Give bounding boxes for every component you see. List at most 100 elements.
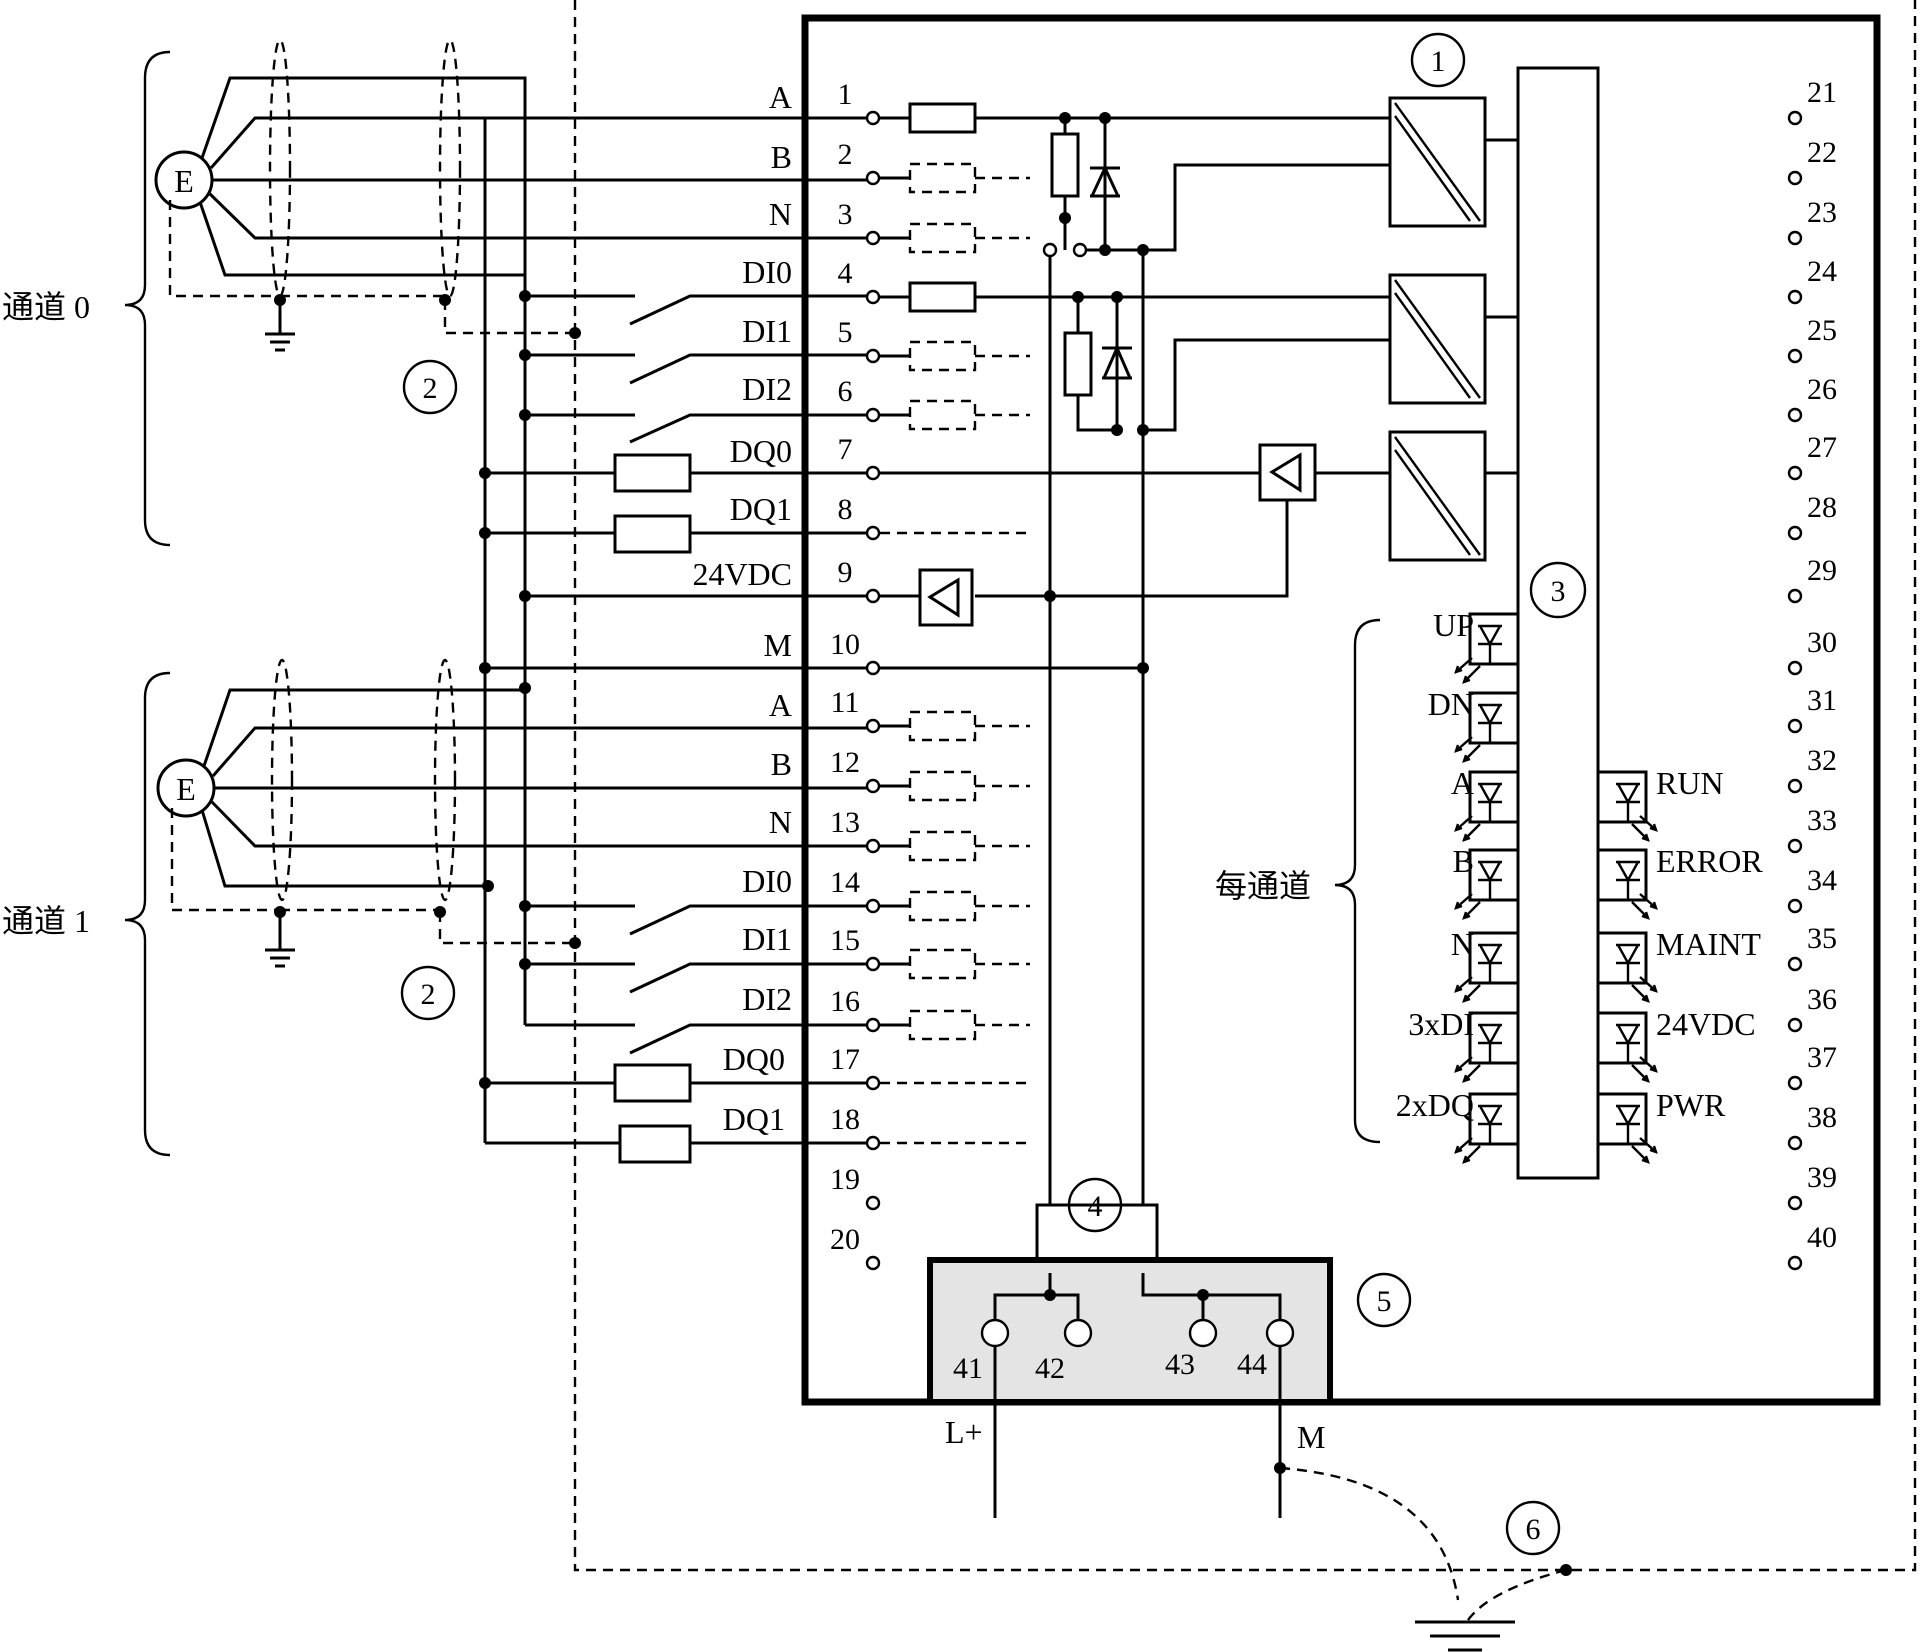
callout-2b: 2 bbox=[400, 965, 456, 1021]
terminal-num-10: 10 bbox=[830, 628, 860, 661]
terminal-32 bbox=[1787, 778, 1803, 794]
terminal-num-8: 8 bbox=[838, 493, 853, 526]
terminal-25 bbox=[1787, 348, 1803, 364]
terminal-num-18: 18 bbox=[830, 1103, 860, 1136]
led-label-ch-6: 2xDQ bbox=[1396, 1087, 1474, 1123]
terminal-num-14: 14 bbox=[830, 866, 860, 899]
terminal-num-13: 13 bbox=[830, 806, 860, 839]
cabinet-boundary bbox=[573, 0, 1917, 1572]
unused-resistor bbox=[908, 340, 977, 372]
led-mod-0: RUN bbox=[1596, 765, 1724, 842]
led-mod-1: ERROR bbox=[1596, 843, 1763, 920]
terminal-num-28: 28 bbox=[1807, 491, 1837, 524]
sig-n-0: N bbox=[769, 196, 792, 232]
led-label-mod-3: 24VDC bbox=[1656, 1006, 1756, 1042]
led-mod-3: 24VDC bbox=[1596, 1006, 1756, 1083]
terminal-19 bbox=[865, 1195, 881, 1211]
terminal-9 bbox=[865, 588, 881, 604]
terminal-24 bbox=[1787, 289, 1803, 305]
terminal-7 bbox=[865, 465, 881, 481]
shield-ground-1 bbox=[265, 906, 446, 968]
led-ch-6: 2xDQ bbox=[1396, 1087, 1520, 1164]
sig-di2-1: DI2 bbox=[742, 981, 792, 1017]
terminal-31 bbox=[1787, 718, 1803, 734]
terminal-num-16: 16 bbox=[830, 985, 860, 1018]
shield-ground-0 bbox=[265, 294, 451, 352]
terminal-num-20: 20 bbox=[830, 1223, 860, 1256]
sig-di2-0: DI2 bbox=[742, 371, 792, 407]
terminal-num-38: 38 bbox=[1807, 1101, 1837, 1134]
led-label-mod-0: RUN bbox=[1656, 765, 1724, 801]
input-circuit bbox=[880, 102, 1390, 1205]
terminal-12 bbox=[865, 778, 881, 794]
led-mod-4: PWR bbox=[1596, 1087, 1726, 1164]
terminal-num-34: 34 bbox=[1807, 864, 1837, 897]
terminal-18 bbox=[865, 1135, 881, 1151]
terminal-num-3: 3 bbox=[838, 198, 853, 231]
terminal-6 bbox=[865, 407, 881, 423]
power-l-plus: L+ bbox=[945, 1414, 983, 1450]
sig-di0-1: DI0 bbox=[742, 863, 792, 899]
terminal-num-19: 19 bbox=[830, 1163, 860, 1196]
encoder-0-label: E bbox=[174, 163, 194, 199]
terminal-2 bbox=[865, 170, 881, 186]
terminal-14 bbox=[865, 898, 881, 914]
unused-resistor bbox=[908, 710, 977, 742]
terminal-num-27: 27 bbox=[1807, 431, 1837, 464]
terminal-26 bbox=[1787, 407, 1803, 423]
terminal-16 bbox=[865, 1017, 881, 1033]
callout-2a-label: 2 bbox=[423, 372, 438, 405]
sig-a-0: A bbox=[769, 79, 792, 115]
terminal-num-35: 35 bbox=[1807, 922, 1837, 955]
power-m: M bbox=[1297, 1419, 1325, 1455]
terminal-num-4: 4 bbox=[838, 257, 853, 290]
terminal-35 bbox=[1787, 956, 1803, 972]
pwr-term-44: 44 bbox=[1237, 1348, 1267, 1381]
terminal-num-25: 25 bbox=[1807, 314, 1837, 347]
pwr-term-42: 42 bbox=[1035, 1352, 1065, 1385]
terminal-10 bbox=[865, 660, 881, 676]
led-ch-5: 3xDI bbox=[1408, 1006, 1520, 1083]
sig-b-1: B bbox=[771, 746, 792, 782]
terminal-num-31: 31 bbox=[1807, 684, 1837, 717]
unused-resistor bbox=[908, 890, 977, 922]
led-ch-1: DN bbox=[1428, 686, 1520, 763]
terminal-5 bbox=[865, 348, 881, 364]
unused-resistor bbox=[908, 948, 977, 980]
led-ch-0: UP bbox=[1433, 607, 1520, 684]
terminal-num-33: 33 bbox=[1807, 804, 1837, 837]
terminal-num-24: 24 bbox=[1807, 255, 1837, 288]
terminal-num-37: 37 bbox=[1807, 1041, 1837, 1074]
unused-resistor bbox=[908, 162, 977, 194]
terminal-num-1: 1 bbox=[838, 78, 853, 111]
terminal-num-2: 2 bbox=[838, 138, 853, 171]
terminal-num-29: 29 bbox=[1807, 554, 1837, 587]
pwr-term-41: 41 bbox=[953, 1352, 983, 1385]
per-channel-label: 每通道 bbox=[1215, 868, 1311, 904]
channel-0-group: 通道 0 bbox=[2, 50, 171, 547]
terminal-34 bbox=[1787, 898, 1803, 914]
sig-dq1-1: DQ1 bbox=[723, 1101, 785, 1137]
sig-dq0-1: DQ0 bbox=[723, 1041, 785, 1077]
unused-resistor bbox=[908, 770, 977, 802]
led-label-ch-1: DN bbox=[1428, 686, 1474, 722]
terminal-17 bbox=[865, 1075, 881, 1091]
terminal-13 bbox=[865, 838, 881, 854]
pwr-term-43: 43 bbox=[1165, 1348, 1195, 1381]
terminal-num-39: 39 bbox=[1807, 1161, 1837, 1194]
terminal-28 bbox=[1787, 525, 1803, 541]
terminal-signal-labels: A B N DI0 DI1 DI2 DQ0 DQ1 24VDC M A B N … bbox=[692, 79, 792, 1137]
led-label-mod-4: PWR bbox=[1656, 1087, 1726, 1123]
terminal-num-26: 26 bbox=[1807, 373, 1837, 406]
led-label-ch-2: A bbox=[1451, 765, 1474, 801]
terminal-1 bbox=[865, 110, 881, 126]
terminal-29 bbox=[1787, 588, 1803, 604]
terminal-37 bbox=[1787, 1075, 1803, 1091]
terminal-num-5: 5 bbox=[838, 316, 853, 349]
callout-5-label: 5 bbox=[1377, 1285, 1392, 1318]
terminal-36 bbox=[1787, 1017, 1803, 1033]
terminal-num-17: 17 bbox=[830, 1043, 860, 1076]
